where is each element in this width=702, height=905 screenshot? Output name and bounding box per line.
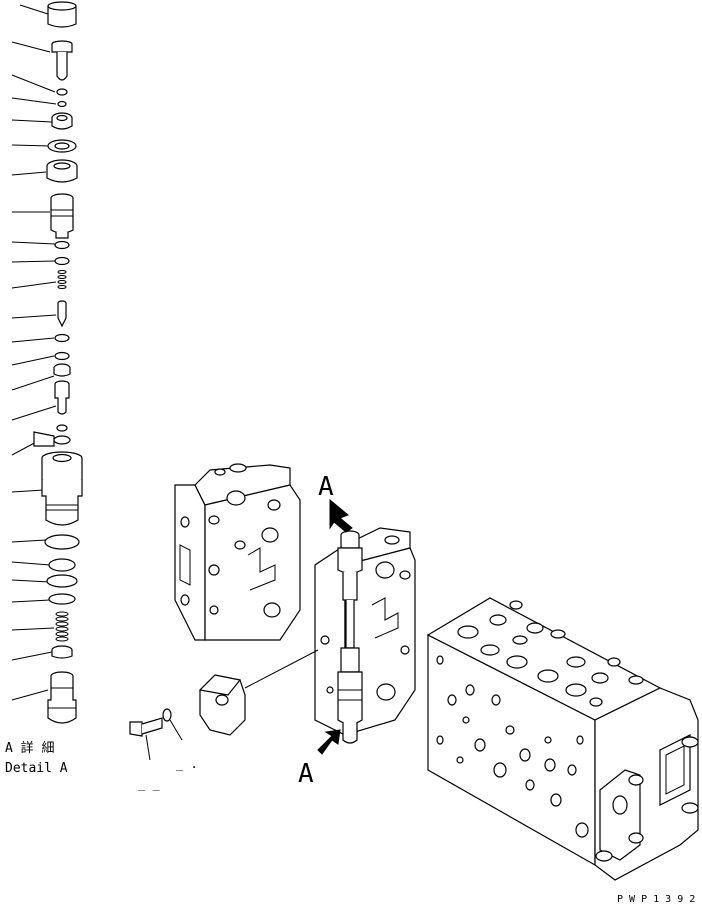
- hex-nut: [46, 159, 78, 183]
- o-ring: [56, 424, 68, 432]
- side-ports: [436, 655, 589, 838]
- lock-nut: [51, 112, 73, 130]
- valve-block-rear: [174, 463, 301, 641]
- plug-seal: [33, 431, 71, 447]
- drawing-code: P W P 1 3 9 2: [617, 894, 695, 905]
- leader-lines: [11, 4, 57, 701]
- spring: [57, 270, 67, 289]
- spool-assembly: [337, 530, 363, 744]
- end-cover: [198, 649, 319, 736]
- pilot-pin: [51, 40, 73, 81]
- o-ring: [54, 333, 70, 343]
- backup-ring: [57, 100, 67, 108]
- main-control-valve: [426, 597, 699, 881]
- end-plate: [595, 734, 699, 862]
- main-seat: [51, 645, 73, 659]
- view-arrow-bottom: [317, 729, 341, 755]
- relief-valve-body: [41, 451, 83, 526]
- adjust-sleeve: [50, 193, 74, 239]
- pilot-poppet: [57, 300, 67, 328]
- main-spring: [55, 611, 69, 642]
- callout-washer: _ .: [176, 757, 198, 771]
- detail-label-jp: A 詳 細: [5, 740, 54, 756]
- backup-ring: [54, 351, 70, 361]
- o-ring: [54, 240, 70, 250]
- ring: [48, 593, 76, 605]
- backup-ring: [46, 574, 78, 588]
- washer-small: [162, 708, 183, 741]
- exploded-parts-column: [11, 1, 83, 724]
- detail-label-en: Detail A: [5, 761, 68, 776]
- main-sleeve: [47, 671, 77, 724]
- view-marker-bottom: A: [298, 759, 314, 789]
- view-arrow-top: [329, 498, 353, 533]
- o-ring: [56, 88, 68, 96]
- o-ring: [48, 558, 76, 572]
- valve-section-front: [314, 527, 416, 744]
- piston: [54, 380, 70, 415]
- callout-bolt: _ _: [138, 777, 160, 791]
- cap-plug: [47, 1, 77, 28]
- view-marker-top: A: [318, 472, 334, 502]
- backup-ring: [54, 256, 70, 266]
- large-o-ring: [44, 534, 80, 550]
- seat: [53, 363, 71, 377]
- top-ports: [457, 600, 644, 707]
- socket-bolt: [129, 717, 163, 761]
